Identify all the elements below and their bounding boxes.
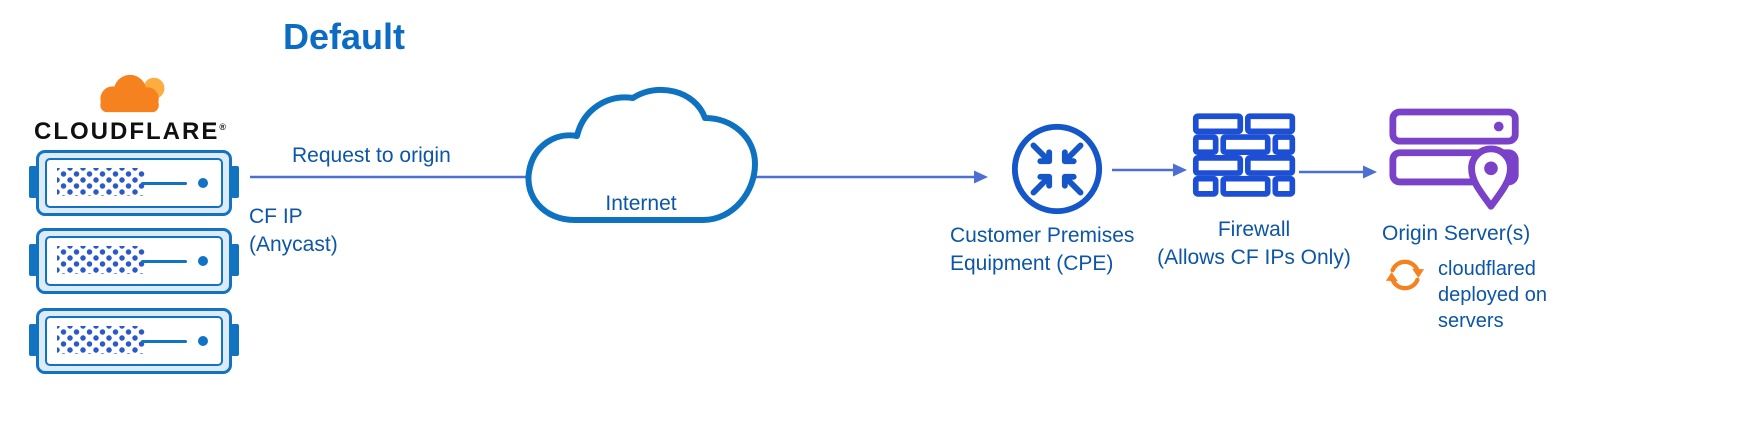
origin-server-icon [1389,108,1519,210]
internet-label: Internet [605,192,677,215]
server-slot-line [141,259,187,263]
diagram-title: Default [283,16,406,57]
origin-server-label: Origin Server(s) [1382,222,1531,245]
cf-ip-anycast-label: CF IP (Anycast) [249,205,338,256]
cloudflare-wordmark-text: CLOUDFLARE [34,118,220,145]
server-slot-line [141,181,187,185]
arrow-firewall-to-origin [1299,165,1377,179]
request-to-origin-label: Request to origin [292,144,451,167]
server-dots-pattern [57,246,145,274]
server-dots-pattern [57,326,145,354]
server-panel [45,316,223,366]
server-panel [45,158,223,208]
cpe-label: Customer Premises Equipment (CPE) [950,224,1135,275]
firewall-label: Firewall (Allows CF IPs Only) [1157,218,1351,269]
firewall-icon [1192,113,1296,197]
cpe-icon [1011,123,1103,215]
server-led-dot [198,336,208,346]
server-slot-line [141,339,187,343]
arrow-cpe-to-firewall [1112,163,1187,177]
cloudflare-registered-mark: ® [219,122,228,132]
server-led-dot [198,256,208,266]
internet-cloud-icon [525,86,758,223]
cloudflared-sync-icon [1385,259,1425,291]
server-panel [45,236,223,286]
cloudflare-wordmark: CLOUDFLARE® [30,118,232,146]
server-icon-3 [29,308,239,374]
server-dots-pattern [57,168,145,196]
server-led-dot [198,178,208,188]
cloudflare-logo: CLOUDFLARE® [30,68,232,146]
internet-node: Internet [505,80,777,244]
server-icon-1 [29,150,239,216]
cloudflared-label: cloudflared deployed on servers [1438,258,1547,332]
cloudflare-cloud-icon [100,74,165,113]
location-pin-icon [1468,145,1514,210]
server-icon-2 [29,228,239,294]
